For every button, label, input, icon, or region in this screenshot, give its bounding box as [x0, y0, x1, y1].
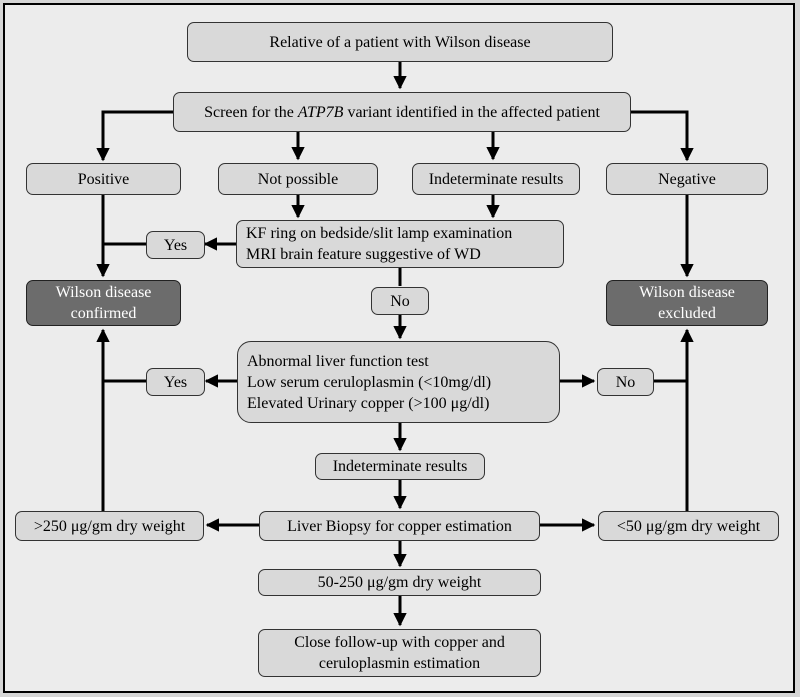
- lab-test-line-1: Abnormal liver function test: [247, 352, 429, 370]
- excluded-line-1: Wilson disease: [639, 284, 735, 301]
- high-copper-label: >250 μg/gm dry weight: [33, 517, 186, 535]
- no-lab-box: No: [597, 368, 654, 396]
- high-copper-box: >250 μg/gm dry weight: [15, 511, 204, 541]
- followup-line-1: Close follow-up with copper and: [294, 634, 505, 651]
- screen-label: Screen for the ATP7B variant identified …: [204, 103, 600, 121]
- arrow-screen-to-negative: [631, 110, 694, 162]
- low-copper-label: <50 μg/gm dry weight: [616, 517, 761, 535]
- not-possible-label: Not possible: [257, 170, 339, 188]
- indeterminate-box: Indeterminate results: [412, 163, 580, 195]
- relative-box: Relative of a patient with Wilson diseas…: [187, 22, 613, 62]
- yes-lab-label: Yes: [163, 373, 188, 391]
- yes-top-label: Yes: [163, 236, 188, 254]
- followup-line-2: ceruloplasmin estimation: [318, 655, 481, 672]
- lab-test-line-3: Elevated Urinary copper (>100 μg/dl): [247, 394, 490, 412]
- indeterminate-lab-label: Indeterminate results: [332, 458, 468, 475]
- relative-label: Relative of a patient with Wilson diseas…: [269, 33, 531, 51]
- biopsy-box: Liver Biopsy for copper estimation: [259, 511, 540, 541]
- screen-box: Screen for the ATP7B variant identified …: [173, 92, 631, 132]
- kf-exam-line-2: MRI brain feature suggestive of WD: [246, 246, 481, 263]
- positive-label: Positive: [77, 170, 130, 188]
- indeterminate-label: Indeterminate results: [428, 170, 564, 188]
- mid-range-label: 50-250 μg/gm dry weight: [317, 574, 482, 591]
- kf-exam-line-1: KF ring on bedside/slit lamp examination: [246, 225, 513, 242]
- lab-tests-box: Abnormal liver function test Low serum c…: [237, 341, 560, 423]
- yes-top-box: Yes: [146, 231, 205, 259]
- no-lab-label: No: [615, 373, 636, 391]
- biopsy-label: Liver Biopsy for copper estimation: [287, 517, 512, 535]
- lab-test-line-2: Low serum ceruloplasmin (<10mg/dl): [247, 373, 492, 391]
- not-possible-box: Not possible: [218, 163, 378, 195]
- confirmed-box: Wilson disease confirmed: [26, 280, 181, 326]
- confirmed-line-2: confirmed: [70, 305, 137, 322]
- gene-name: ATP7B: [297, 103, 344, 121]
- positive-box: Positive: [26, 163, 181, 195]
- indeterminate-lab-box: Indeterminate results: [315, 453, 485, 480]
- arrow-screen-to-positive: [96, 110, 173, 162]
- excluded-box: Wilson disease excluded: [606, 280, 768, 326]
- kf-exam-box: KF ring on bedside/slit lamp examination…: [236, 220, 564, 268]
- no-mid-box: No: [371, 287, 429, 315]
- yes-lab-box: Yes: [146, 368, 205, 396]
- low-copper-box: <50 μg/gm dry weight: [598, 511, 779, 541]
- mid-range-box: 50-250 μg/gm dry weight: [258, 569, 541, 596]
- no-mid-label: No: [390, 292, 410, 310]
- negative-label: Negative: [658, 170, 716, 188]
- excluded-line-2: excluded: [658, 305, 716, 322]
- confirmed-line-1: Wilson disease: [55, 284, 152, 301]
- negative-box: Negative: [606, 163, 768, 195]
- followup-box: Close follow-up with copper and cerulopl…: [258, 629, 541, 677]
